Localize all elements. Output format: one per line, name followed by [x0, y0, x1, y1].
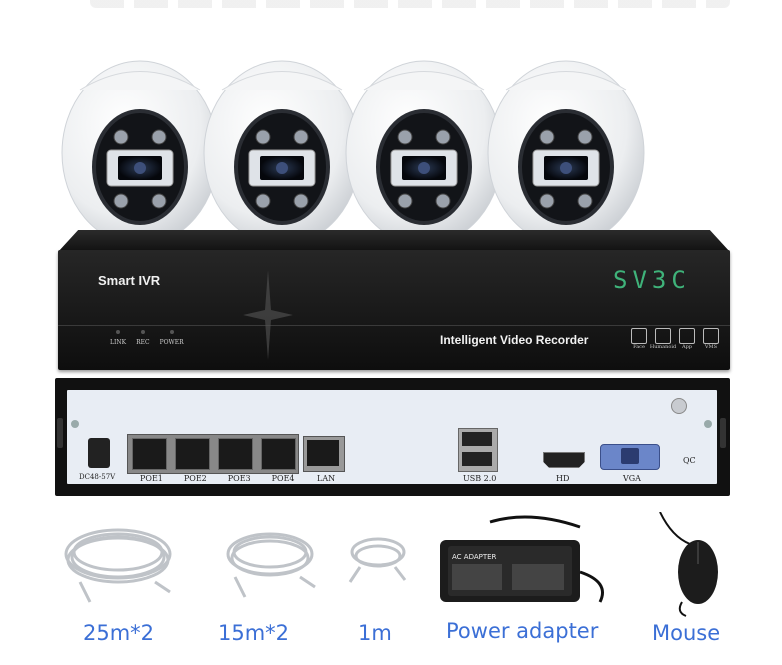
- qc-label: QC: [683, 456, 696, 465]
- led-link: LINK: [110, 330, 126, 346]
- usb-label: USB 2.0: [463, 474, 497, 483]
- vga-label: VGA: [623, 474, 641, 483]
- poe-port-2: [175, 438, 210, 470]
- cropped-banner: [90, 0, 730, 8]
- poe-port-1: [132, 438, 167, 470]
- poe-port-4: [261, 438, 296, 470]
- hd-label: HD: [556, 474, 570, 483]
- nvr-back-panel: DC48-57V POE1 POE2 POE3 POE4 LAN USB 2.0…: [55, 378, 730, 496]
- caption-15m: 15m*2: [218, 621, 290, 645]
- feature-vms: VMS: [702, 328, 720, 350]
- feature-humanoid: Humanoid: [650, 328, 676, 350]
- poe3-label: POE3: [227, 474, 251, 483]
- poe2-label: POE2: [183, 474, 207, 483]
- cable-coil-15m: [226, 532, 316, 598]
- adapter-label: AC ADAPTER: [452, 553, 497, 561]
- feature-face: Face: [630, 328, 648, 350]
- dome-cameras: [61, 60, 645, 246]
- model-label: Smart IVR: [98, 273, 161, 288]
- power-label: DC48-57V: [79, 473, 116, 481]
- nvr-front-panel: Smart IVR SV3C LINK REC POWER Intelligen…: [58, 230, 730, 370]
- poe-port-3: [218, 438, 253, 470]
- feature-app: App: [678, 328, 696, 350]
- led-power: POWER: [160, 330, 184, 346]
- caption-mouse: Mouse: [652, 621, 721, 645]
- accessories-illustration: AC ADAPTER: [64, 512, 718, 617]
- lan-label: LAN: [317, 474, 336, 483]
- caption-power-adapter: Power adapter: [446, 619, 599, 643]
- mouse: [659, 512, 718, 617]
- poe4-label: POE4: [271, 474, 295, 483]
- hdmi-port: [543, 452, 585, 468]
- cable-coil-25m: [64, 528, 172, 603]
- caption-1m: 1m: [358, 621, 392, 645]
- led-rec: REC: [136, 330, 150, 346]
- tagline: Intelligent Video Recorder: [440, 333, 589, 347]
- brand-logo: SV3C: [613, 266, 691, 294]
- dc-power-jack: [88, 438, 110, 468]
- power-adapter: AC ADAPTER: [440, 515, 604, 603]
- ground-screw: [671, 398, 687, 414]
- dome-camera: [61, 60, 219, 246]
- caption-25m: 25m*2: [83, 621, 155, 645]
- poe1-label: POE1: [140, 474, 163, 483]
- star-icon: [243, 270, 293, 360]
- cable-coil-1m: [348, 537, 407, 583]
